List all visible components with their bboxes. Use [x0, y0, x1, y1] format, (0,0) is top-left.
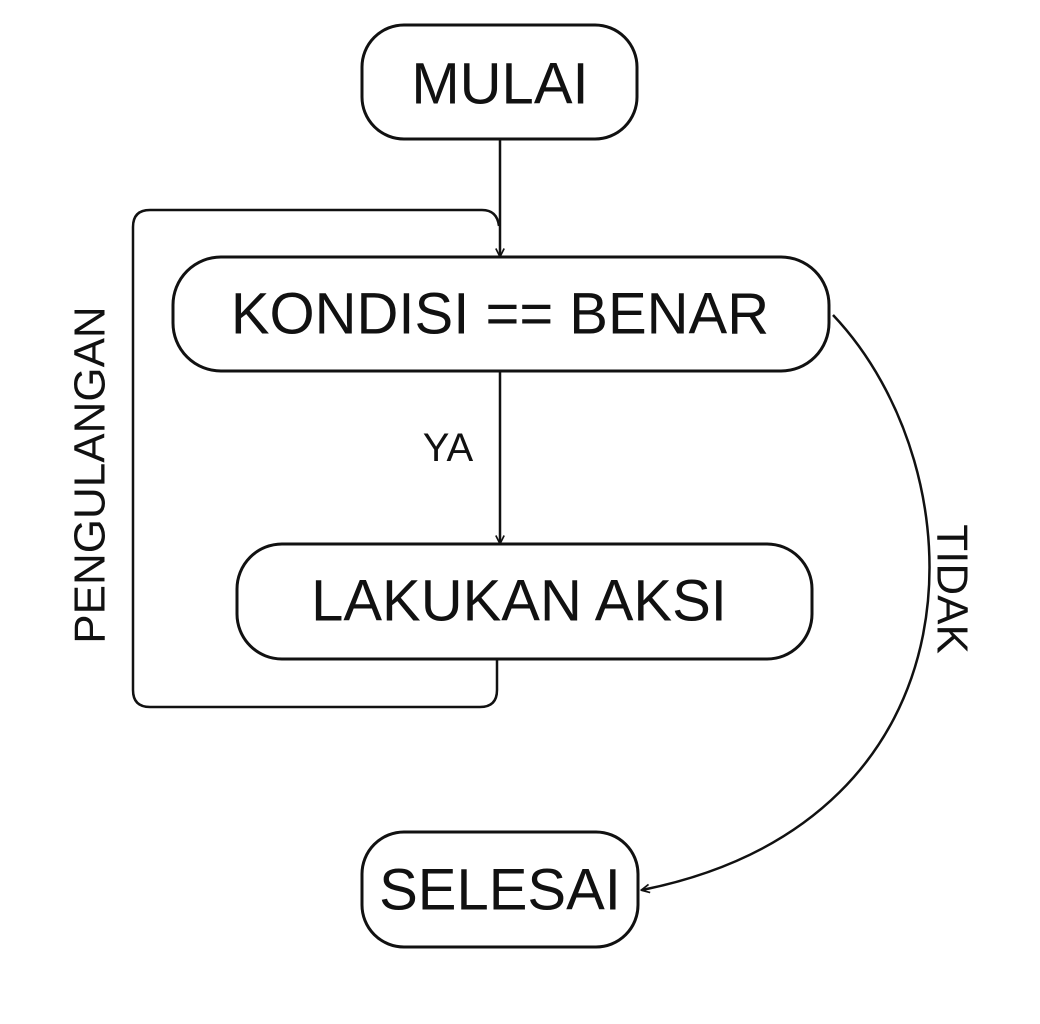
start-node: MULAI: [360, 23, 639, 141]
edge-condition-to-end: [642, 314, 931, 890]
condition-node-label: KONDISI == BENAR: [231, 282, 769, 347]
condition-node: KONDISI == BENAR: [171, 255, 831, 373]
action-node: LAKUKAN AKSI: [235, 542, 814, 661]
start-node-label: MULAI: [411, 52, 588, 117]
loop-label: PENGULANGAN: [66, 306, 115, 643]
action-node-label: LAKUKAN AKSI: [311, 569, 727, 634]
loop-back-edge: [131, 208, 501, 709]
end-node: SELESAI: [360, 830, 640, 949]
end-node-label: SELESAI: [379, 858, 621, 923]
yes-label: YA: [423, 426, 474, 470]
no-label: TIDAK: [928, 524, 977, 654]
